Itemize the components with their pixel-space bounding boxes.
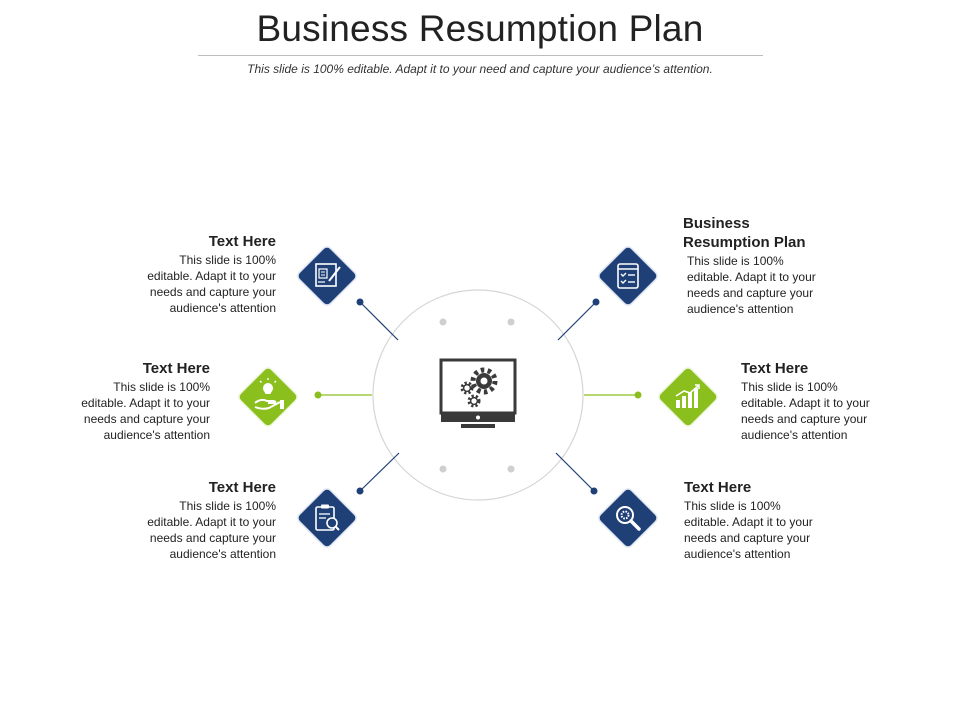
item-body: This slide is 100% editable. Adapt it to… [147,499,276,561]
connector-6 [555,452,598,495]
item-body: This slide is 100% editable. Adapt it to… [81,380,210,442]
connector-3 [356,452,400,495]
item-4-text: Business Resumption Plan This slide is 1… [683,214,903,317]
item-heading: Text Here [741,360,809,377]
ring-dot [507,318,515,326]
lightbulb-hand-icon [238,367,298,427]
item-2-text: Text Here This slide is 100% editable. A… [0,359,210,443]
page-subtitle: This slide is 100% editable. Adapt it to… [247,62,713,76]
title-divider [198,55,763,56]
center-ring [372,289,584,501]
item-5-text: Text Here This slide is 100% editable. A… [741,359,960,443]
magnifier-gear-icon [598,488,658,548]
item-body: This slide is 100% editable. Adapt it to… [147,253,276,315]
item-heading: Text Here [208,479,276,496]
ring-dot [439,318,447,326]
connector-1 [356,298,399,341]
item-heading: Text Here [684,479,752,496]
item-heading: Text Here [142,360,210,377]
item-heading: Text Here [208,233,276,250]
bar-chart-growth-icon [658,367,718,427]
page-title: Business Resumption Plan [256,8,704,49]
connector-2 [314,391,372,399]
item-6-text: Text Here This slide is 100% editable. A… [684,478,904,562]
item-body: This slide is 100% editable. Adapt it to… [741,380,870,442]
clipboard-search-icon [297,488,357,548]
item-1-text: Text Here This slide is 100% editable. A… [56,232,276,316]
connector-5 [584,391,642,399]
item-body: This slide is 100% editable. Adapt it to… [684,499,813,561]
connector-4 [557,298,600,341]
checklist-icon [598,246,658,306]
ring-dot [507,465,515,473]
ring-dot [439,465,447,473]
calculator-document-icon [297,246,357,306]
item-body: This slide is 100% editable. Adapt it to… [687,254,816,316]
item-3-text: Text Here This slide is 100% editable. A… [56,478,276,562]
monitor-gears-icon [439,358,517,428]
item-heading: Business Resumption Plan [683,215,806,251]
